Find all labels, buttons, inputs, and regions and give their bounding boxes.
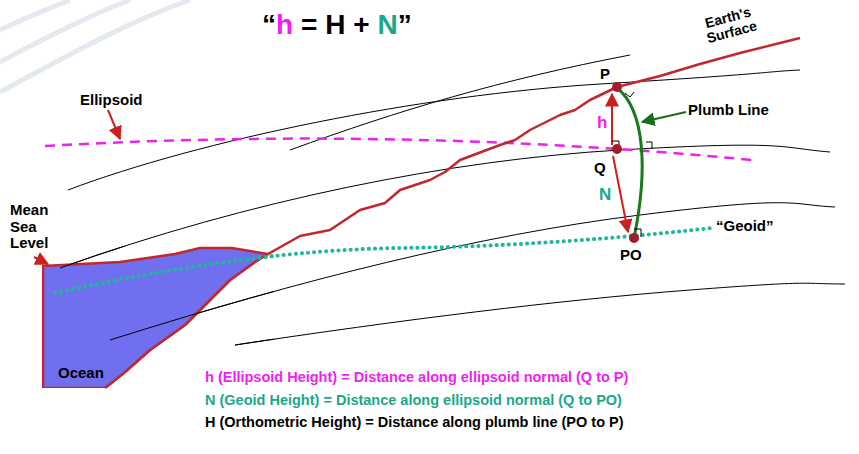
- ellipsoid-height-arrow: [611, 94, 613, 145]
- height-symbol: h: [597, 114, 607, 133]
- formula-symbol: N: [378, 8, 398, 42]
- surface-label: Earth's Surface: [696, 3, 764, 49]
- point-label: Q: [594, 160, 606, 177]
- point-label: PO: [620, 247, 642, 264]
- formula-quote: “: [262, 8, 276, 42]
- background-swirls: [0, 0, 190, 92]
- height-symbol: N: [599, 186, 611, 205]
- leader-line: [642, 112, 686, 122]
- formula-symbol: h: [276, 8, 293, 42]
- right-angle-marks: [612, 92, 652, 237]
- swirl: [0, 0, 70, 30]
- mean-sea-level-label: Mean Sea Level: [10, 202, 58, 252]
- point-dot: [612, 144, 622, 154]
- geoid-height-arrow: [613, 156, 628, 232]
- ocean-shape: [43, 248, 268, 388]
- plumb-line: [617, 88, 642, 238]
- formula-symbol: = H +: [301, 8, 369, 42]
- definition-line: N (Geoid Height) = Distance along ellips…: [205, 393, 622, 409]
- definition-line: h (Ellipsoid Height) = Distance along el…: [205, 370, 628, 386]
- earth-surface-line: [105, 38, 800, 388]
- point-dot: [629, 233, 639, 243]
- geoid-label: “Geoid”: [716, 218, 774, 235]
- swirl: [0, 0, 130, 62]
- leader-line: [34, 257, 48, 264]
- region-shape-group: [43, 246, 274, 388]
- right-angle-mark: [646, 142, 652, 149]
- swirl: [0, 0, 190, 92]
- point-label: P: [600, 66, 610, 83]
- equipotential-line: [68, 70, 800, 190]
- definition-line: H (Orthometric Height) = Distance along …: [205, 415, 624, 431]
- geoid-curve: [55, 246, 274, 293]
- ocean-region: Ocean: [42, 246, 274, 388]
- formula-title: “h= H + N”: [262, 8, 412, 42]
- plumb-line-label: Plumb Line: [688, 102, 769, 119]
- equipotential-line: [290, 55, 630, 150]
- right-angle-mark: [625, 92, 634, 97]
- point-dot: [612, 82, 622, 92]
- leader-line: [108, 110, 120, 139]
- ellipsoid-curve: [45, 139, 752, 160]
- equipotential-line: [235, 283, 845, 345]
- formula-quote: ”: [398, 8, 412, 42]
- ellipsoid-label: Ellipsoid: [80, 92, 143, 109]
- region-label: Ocean: [58, 365, 104, 382]
